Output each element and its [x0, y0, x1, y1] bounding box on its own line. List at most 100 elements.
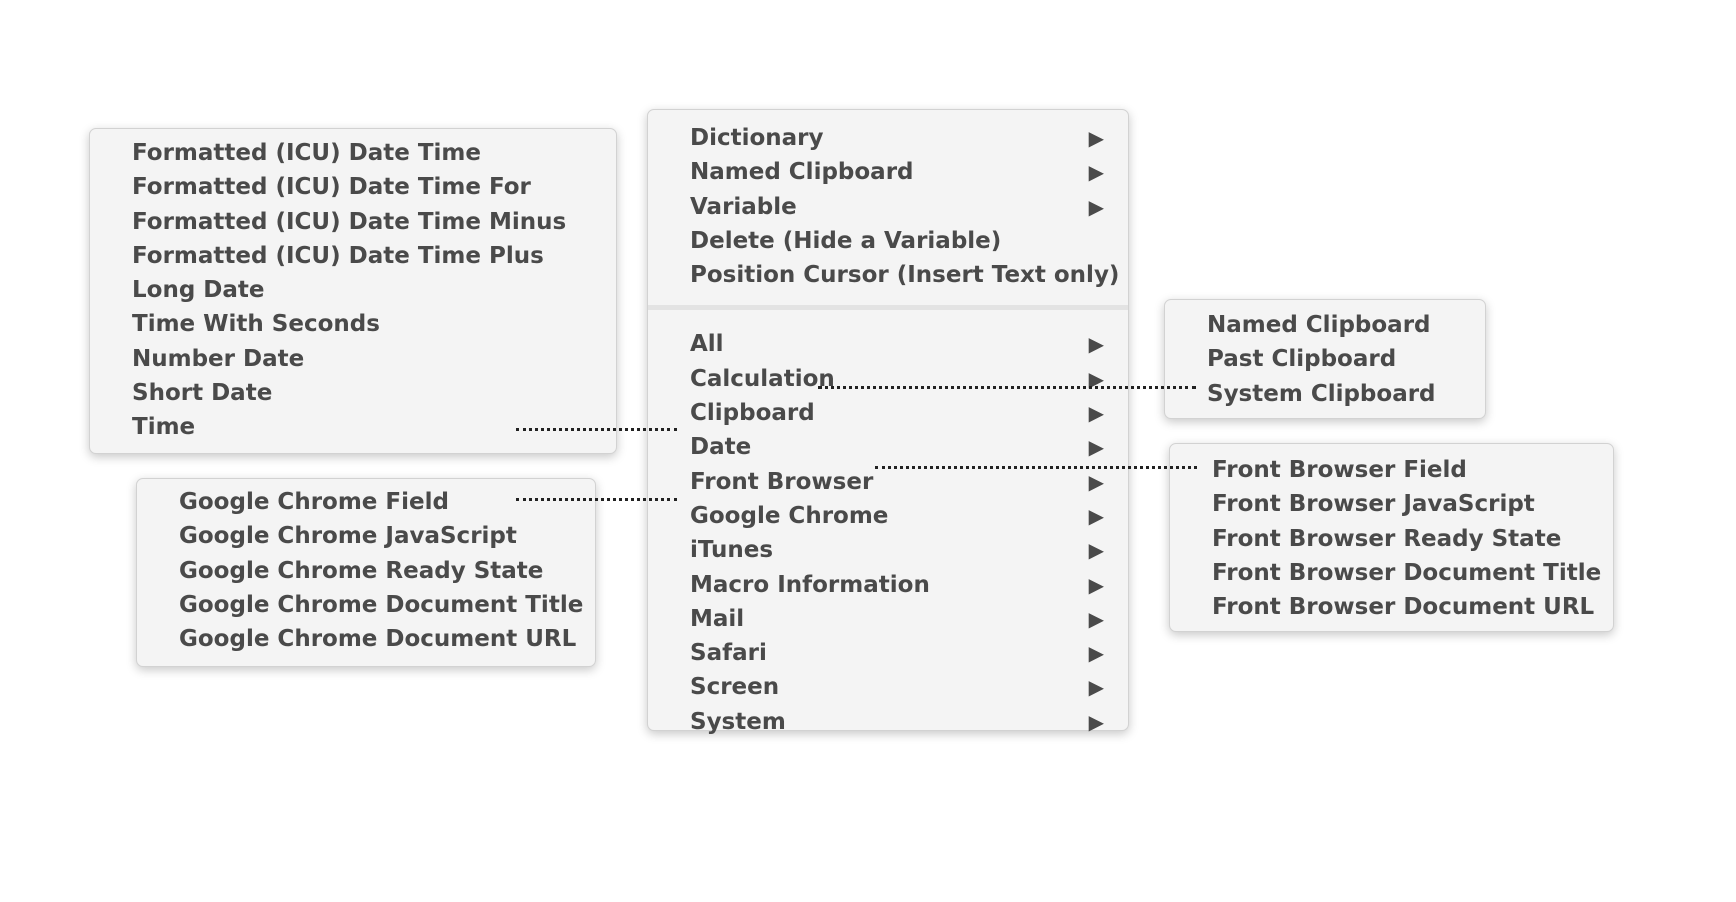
menu-item-label: Google Chrome Document Title	[179, 591, 584, 618]
clipboard-item-past[interactable]: Past Clipboard	[1165, 342, 1485, 376]
menu-item-label: Google Chrome Field	[179, 489, 449, 515]
menu-item-label: Macro Information	[690, 571, 930, 598]
menu-item-dictionary[interactable]: Dictionary ▶	[648, 121, 1128, 155]
chrome-item-javascript[interactable]: Google Chrome JavaScript	[137, 519, 595, 553]
menu-separator	[648, 305, 1128, 311]
menu-item-label: Front Browser	[690, 468, 874, 495]
menu-item-all[interactable]: All ▶	[648, 327, 1128, 361]
main-menu-group-categories: All ▶ Calculation ▶ Clipboard ▶ Date ▶ Front…	[648, 327, 1128, 739]
menu-item-label: Front Browser Document Title	[1212, 559, 1602, 586]
menu-item-label: Front Browser Field	[1212, 457, 1467, 483]
menu-item-label: System Clipboard	[1207, 380, 1436, 407]
menu-item-google-chrome[interactable]: Google Chrome ▶	[648, 499, 1128, 533]
menu-item-label: Formatted (ICU) Date Time For	[132, 174, 531, 201]
date-item-number-date[interactable]: Number Date	[90, 342, 616, 376]
submenu-arrow-icon: ▶	[1088, 469, 1104, 494]
date-item-formatted-icu-date-time[interactable]: Formatted (ICU) Date Time	[90, 136, 616, 170]
main-menu-group-variables: Dictionary ▶ Named Clipboard ▶ Variable▶ D…	[648, 121, 1128, 292]
chrome-item-document-url[interactable]: Google Chrome Document URL	[137, 622, 595, 656]
menu-item-label: Google Chrome Ready State	[179, 557, 544, 584]
menu-item-label: Mail	[690, 605, 745, 632]
connector-front-browser-to-submenu	[875, 466, 1197, 469]
menu-item-label: Time With Seconds	[132, 311, 380, 338]
submenu-arrow-icon: ▶	[1088, 126, 1104, 150]
menu-item-label: Safari	[690, 640, 767, 667]
menu-item-label: Named Clipboard	[1207, 312, 1431, 338]
menu-item-label: Front Browser JavaScript	[1212, 491, 1535, 518]
date-item-time[interactable]: Time	[90, 410, 616, 444]
chrome-item-document-title[interactable]: Google Chrome Document Title	[137, 588, 595, 622]
submenu-arrow-icon: ▶	[1088, 194, 1104, 219]
date-item-formatted-icu-date-time-plus[interactable]: Formatted (ICU) Date Time Plus	[90, 239, 616, 273]
menu-item-label: Google Chrome Document URL	[179, 626, 577, 653]
browser-item-ready-state[interactable]: Front Browser Ready State	[1170, 522, 1613, 556]
menu-item-front-browser[interactable]: Front Browser ▶	[648, 465, 1128, 499]
menu-item-label: Front Browser Ready State	[1212, 525, 1562, 552]
menu-item-calculation[interactable]: Calculation ▶	[648, 362, 1128, 396]
menu-item-clipboard[interactable]: Clipboard ▶	[648, 396, 1128, 430]
clipboard-item-system[interactable]: System Clipboard	[1165, 377, 1485, 411]
front-browser-submenu: Front Browser Field Front Browser JavaSc…	[1169, 443, 1614, 632]
menu-item-screen[interactable]: Screen▶	[648, 670, 1128, 704]
menu-item-label: Formatted (ICU) Date Time Minus	[132, 208, 567, 235]
main-token-menu: Dictionary ▶ Named Clipboard ▶ Variable▶ D…	[647, 109, 1129, 735]
menu-item-system[interactable]: System ▶	[648, 705, 1128, 739]
submenu-arrow-icon: ▶	[1088, 366, 1104, 391]
menu-item-safari[interactable]: Safari ▶	[648, 636, 1128, 670]
date-item-short-date[interactable]: Short Date	[90, 376, 616, 410]
submenu-arrow-icon: ▶	[1088, 435, 1104, 460]
submenu-arrow-icon: ▶	[1088, 606, 1104, 631]
submenu-arrow-icon: ▶	[1088, 160, 1104, 185]
chrome-item-field[interactable]: Google Chrome Field	[137, 485, 595, 519]
menu-item-label: Google Chrome JavaScript	[179, 523, 517, 550]
menu-item-date[interactable]: Date ▶	[648, 430, 1128, 464]
connector-chrome-to-submenu	[516, 498, 677, 501]
submenu-arrow-icon: ▶	[1088, 709, 1104, 734]
date-item-long-date[interactable]: Long Date	[90, 273, 616, 307]
menu-item-label: Dictionary	[690, 125, 824, 151]
menu-item-label: Named Clipboard	[690, 159, 914, 186]
browser-item-field[interactable]: Front Browser Field	[1170, 453, 1613, 487]
menu-item-label: Date	[690, 434, 752, 461]
connector-clipboard-to-submenu	[818, 386, 1196, 389]
date-submenu: Formatted (ICU) Date Time Formatted (ICU…	[89, 128, 617, 454]
menu-item-position-cursor[interactable]: Position Cursor (Insert Text only)	[648, 258, 1128, 292]
menu-item-delete-hide-variable[interactable]: Delete (Hide a Variable)	[648, 224, 1128, 258]
menu-item-variable[interactable]: Variable▶	[648, 190, 1128, 224]
submenu-arrow-icon: ▶	[1088, 538, 1104, 563]
menu-item-label: iTunes	[690, 537, 774, 564]
browser-item-document-url[interactable]: Front Browser Document URL	[1170, 590, 1613, 624]
date-item-formatted-icu-date-time-minus[interactable]: Formatted (ICU) Date Time Minus	[90, 205, 616, 239]
menu-item-label: Formatted (ICU) Date Time	[132, 140, 481, 166]
menu-item-mail[interactable]: Mail ▶	[648, 602, 1128, 636]
date-item-formatted-icu-date-time-for[interactable]: Formatted (ICU) Date Time For	[90, 170, 616, 204]
menu-item-label: Short Date	[132, 380, 273, 407]
menu-item-label: All	[690, 331, 724, 358]
browser-item-document-title[interactable]: Front Browser Document Title	[1170, 556, 1613, 590]
menu-item-named-clipboard[interactable]: Named Clipboard ▶	[648, 155, 1128, 189]
submenu-arrow-icon: ▶	[1088, 641, 1104, 666]
browser-item-javascript[interactable]: Front Browser JavaScript	[1170, 487, 1613, 521]
clipboard-item-named[interactable]: Named Clipboard	[1165, 308, 1485, 342]
date-item-time-with-seconds[interactable]: Time With Seconds	[90, 307, 616, 341]
menu-item-label: Position Cursor (Insert Text only)	[690, 262, 1120, 289]
menu-item-itunes[interactable]: iTunes ▶	[648, 533, 1128, 567]
menu-item-label: Calculation	[690, 365, 835, 392]
menu-item-label: System	[690, 708, 786, 735]
menu-item-macro-information[interactable]: Macro Information ▶	[648, 568, 1128, 602]
submenu-arrow-icon: ▶	[1088, 572, 1104, 597]
menu-item-label: Delete (Hide a Variable)	[690, 227, 1002, 254]
menu-item-label: Time	[132, 414, 196, 441]
submenu-arrow-icon: ▶	[1088, 332, 1104, 357]
menu-item-label: Number Date	[132, 345, 305, 372]
menu-item-label: Past Clipboard	[1207, 346, 1397, 373]
submenu-arrow-icon: ▶	[1088, 503, 1104, 528]
menu-item-label: Front Browser Document URL	[1212, 594, 1595, 621]
submenu-arrow-icon: ▶	[1088, 401, 1104, 426]
chrome-item-ready-state[interactable]: Google Chrome Ready State	[137, 554, 595, 588]
menu-item-label: Clipboard	[690, 400, 815, 427]
menu-item-label: Long Date	[132, 277, 265, 304]
clipboard-submenu: Named Clipboard Past Clipboard System Cl…	[1164, 299, 1486, 419]
menu-item-label: Formatted (ICU) Date Time Plus	[132, 242, 544, 269]
menu-item-label: Google Chrome	[690, 502, 889, 529]
